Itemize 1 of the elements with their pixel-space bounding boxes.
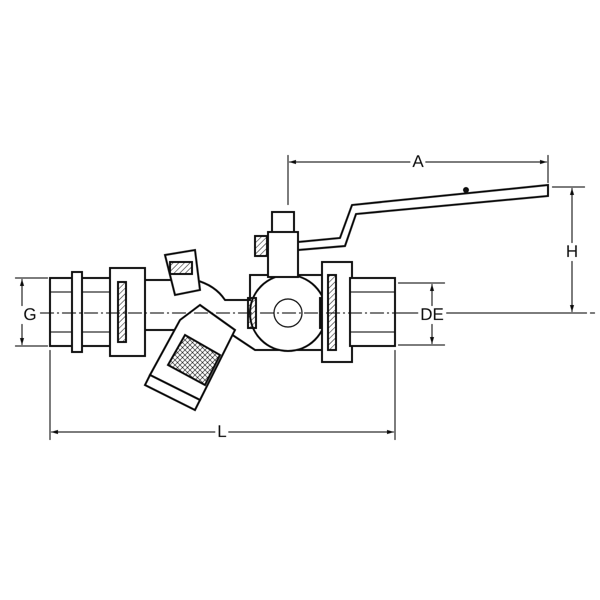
dimension-label: DE [418,306,446,324]
